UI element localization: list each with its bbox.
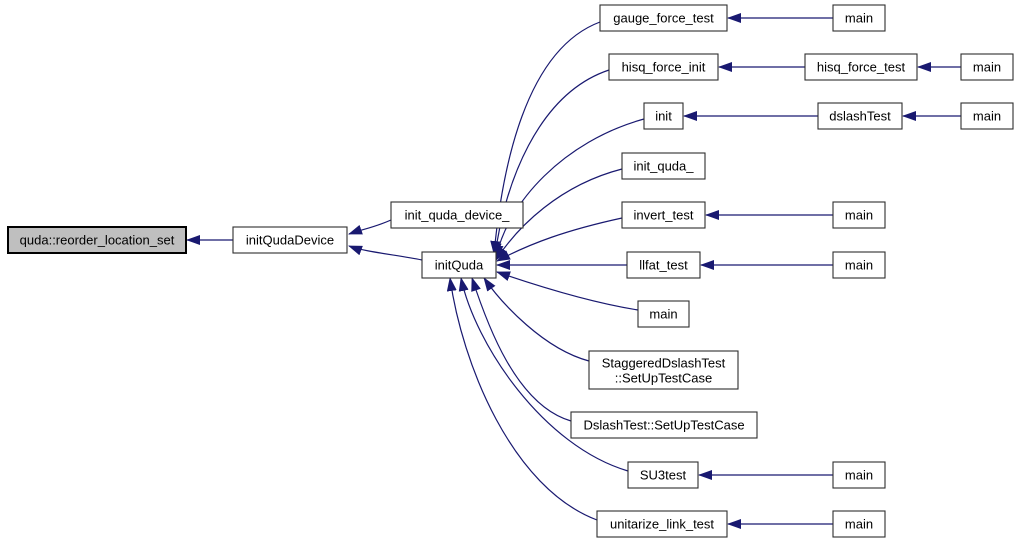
edge-invert_test-to-initQuda <box>496 217 623 262</box>
graph-node-init_quda_[interactable]: init_quda_ <box>621 152 706 180</box>
node-box-main_7[interactable] <box>832 461 886 489</box>
graph-node-main_8[interactable]: main <box>832 510 886 538</box>
graph-node-hisq_force_init[interactable]: hisq_force_init <box>608 53 719 81</box>
node-label-reorder_location_set: quda::reorder_location_set <box>20 233 175 248</box>
node-box-main_3[interactable] <box>960 102 1014 130</box>
graph-node-main_1[interactable]: main <box>832 4 886 32</box>
graph-node-dslashtest_setup[interactable]: DslashTest::SetUpTestCase <box>570 411 758 439</box>
node-box-gauge_force_test[interactable] <box>599 4 728 32</box>
graph-node-unitarize_link_test[interactable]: unitarize_link_test <box>596 510 728 538</box>
node-label-dslashtest_setup: DslashTest::SetUpTestCase <box>583 418 744 433</box>
node-label-init: init <box>655 109 672 124</box>
node-box-hisq_force_init[interactable] <box>608 53 719 81</box>
graph-node-reorder_location_set: quda::reorder_location_set <box>7 226 187 254</box>
edge-staggered_setup-to-initQuda <box>483 277 590 362</box>
graph-node-main_3[interactable]: main <box>960 102 1014 130</box>
node-label-hisq_force_test: hisq_force_test <box>817 60 906 75</box>
graph-node-init[interactable]: init <box>643 102 684 130</box>
node-label-main_8: main <box>845 517 873 532</box>
node-box-main_8[interactable] <box>832 510 886 538</box>
graph-node-invert_test[interactable]: invert_test <box>621 201 706 229</box>
node-box-hisq_force_test[interactable] <box>804 53 918 81</box>
edge-init_quda_-to-initQuda <box>495 168 623 261</box>
node-box-su3test[interactable] <box>627 461 699 489</box>
graph-node-gauge_force_test[interactable]: gauge_force_test <box>599 4 728 32</box>
graph-node-main_2[interactable]: main <box>960 53 1014 81</box>
edge-initQuda-to-initQudaDevice <box>348 245 423 261</box>
node-box-main_5[interactable] <box>832 251 886 279</box>
node-label-initQudaDevice: initQudaDevice <box>246 233 334 248</box>
node-box-invert_test[interactable] <box>621 201 706 229</box>
graph-node-dslashTest[interactable]: dslashTest <box>817 102 903 130</box>
edge-hisq_force_init-to-initQuda <box>491 69 610 257</box>
graph-node-staggered_setup[interactable]: StaggeredDslashTest::SetUpTestCase <box>588 350 739 390</box>
graph-node-initQudaDevice[interactable]: initQudaDevice <box>232 226 348 254</box>
node-label-invert_test: invert_test <box>634 208 694 223</box>
edge-init-to-initQuda <box>493 118 645 259</box>
node-box-initQuda[interactable] <box>421 251 497 279</box>
node-label-unitarize_link_test: unitarize_link_test <box>610 517 714 532</box>
graph-node-init_quda_device_[interactable]: init_quda_device_ <box>390 201 524 229</box>
node-box-initQudaDevice[interactable] <box>232 226 348 254</box>
node-label-initQuda: initQuda <box>435 258 484 273</box>
node-label-llfat_test: llfat_test <box>639 258 688 273</box>
node-box-init_quda_device_[interactable] <box>390 201 524 229</box>
node-label-main_1: main <box>845 11 873 26</box>
edge-main_6-to-initQuda <box>496 271 639 311</box>
graph-node-main_5[interactable]: main <box>832 251 886 279</box>
edge-su3test-to-initQuda <box>458 277 629 472</box>
node-label-init_quda_: init_quda_ <box>634 159 695 174</box>
node-box-main_1[interactable] <box>832 4 886 32</box>
node-box-main_4[interactable] <box>832 201 886 229</box>
graph-node-hisq_force_test[interactable]: hisq_force_test <box>804 53 918 81</box>
node-label-staggered_setup: StaggeredDslashTest::SetUpTestCase <box>602 355 726 385</box>
node-box-main_6[interactable] <box>637 300 690 328</box>
node-box-main_2[interactable] <box>960 53 1014 81</box>
edge-init_quda_device_-to-initQudaDevice <box>348 219 392 235</box>
node-label-main_2: main <box>973 60 1001 75</box>
node-label-main_5: main <box>845 258 873 273</box>
node-label-main_7: main <box>845 468 873 483</box>
node-label-su3test: SU3test <box>640 468 687 483</box>
node-label-gauge_force_test: gauge_force_test <box>613 11 714 26</box>
node-box-init_quda_[interactable] <box>621 152 706 180</box>
graph-node-initQuda[interactable]: initQuda <box>421 251 497 279</box>
node-box-staggered_setup[interactable] <box>588 350 739 390</box>
node-label-hisq_force_init: hisq_force_init <box>622 60 706 75</box>
node-box-init[interactable] <box>643 102 684 130</box>
edge-unitarize_link_test-to-initQuda <box>446 277 598 521</box>
node-label-main_3: main <box>973 109 1001 124</box>
node-box-unitarize_link_test[interactable] <box>596 510 728 538</box>
node-box-dslashtest_setup[interactable] <box>570 411 758 439</box>
node-box-reorder_location_set <box>7 226 187 254</box>
node-label-main_4: main <box>845 208 873 223</box>
node-label-dslashTest: dslashTest <box>829 109 891 124</box>
graph-node-llfat_test[interactable]: llfat_test <box>626 251 701 279</box>
graph-node-main_7[interactable]: main <box>832 461 886 489</box>
node-label-init_quda_device_: init_quda_device_ <box>405 208 511 223</box>
edge-dslashtest_setup-to-initQuda <box>471 277 572 422</box>
node-box-dslashTest[interactable] <box>817 102 903 130</box>
node-label-main_6: main <box>649 307 677 322</box>
node-box-llfat_test[interactable] <box>626 251 701 279</box>
graph-node-main_4[interactable]: main <box>832 201 886 229</box>
graph-node-su3test[interactable]: SU3test <box>627 461 699 489</box>
graph-node-main_6[interactable]: main <box>637 300 690 328</box>
